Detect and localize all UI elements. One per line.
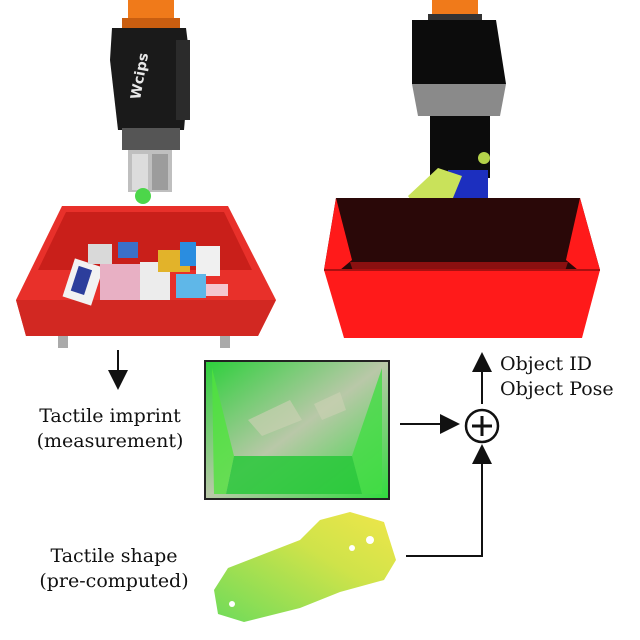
tactile-imprint-label: Tactile imprint (measurement) <box>10 404 210 454</box>
arrow-shape-to-combine <box>406 444 492 557</box>
tactile-shape-label: Tactile shape (pre-computed) <box>14 544 214 594</box>
tactile-imprint-line2: (measurement) <box>36 430 184 452</box>
object-pose-text: Object Pose <box>500 378 614 400</box>
object-id-text: Object ID <box>500 353 592 375</box>
tactile-shape-line1: Tactile shape <box>50 545 178 567</box>
object-output-label: Object ID Object Pose <box>500 352 614 402</box>
circled-plus-icon <box>464 408 500 444</box>
tactile-imprint-line1: Tactile imprint <box>39 405 181 427</box>
tactile-shape-line2: (pre-computed) <box>39 570 189 592</box>
